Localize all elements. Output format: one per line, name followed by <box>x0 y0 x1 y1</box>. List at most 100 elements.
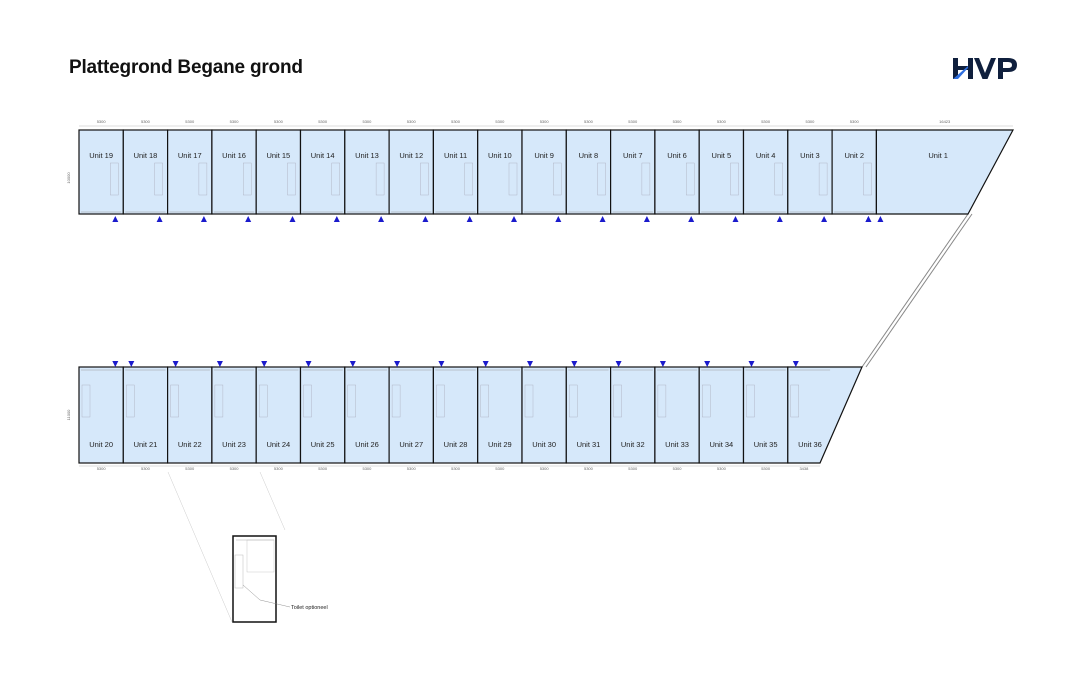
unit-label: Unit 29 <box>488 440 512 449</box>
unit-label: Unit 30 <box>532 440 556 449</box>
entrance-arrow-icon <box>599 216 606 222</box>
dimension-label: 5300 <box>407 119 417 124</box>
unit-1[interactable]: Unit 1 <box>865 129 1015 222</box>
unit-label: Unit 36 <box>798 440 822 449</box>
unit-12[interactable]: Unit 12 <box>388 129 435 222</box>
unit-25[interactable]: Unit 25 <box>299 361 346 464</box>
unit-label: Unit 16 <box>222 151 246 160</box>
unit-8[interactable]: Unit 8 <box>565 129 612 222</box>
unit-label: Unit 22 <box>178 440 202 449</box>
entrance-arrow-icon <box>289 216 296 222</box>
dimension-label: 5300 <box>274 466 284 471</box>
entrance-arrow-icon <box>156 216 163 222</box>
unit-36[interactable]: Unit 36 <box>787 361 863 464</box>
unit-label: Unit 20 <box>89 440 113 449</box>
dimension-label: 5300 <box>97 466 107 471</box>
dimension-label: 5300 <box>761 119 771 124</box>
dimension-label: 5300 <box>274 119 284 124</box>
unit-24[interactable]: Unit 24 <box>255 361 302 464</box>
dimension-label: 5300 <box>318 119 328 124</box>
dimension-label: 5300 <box>540 466 550 471</box>
entrance-arrow-icon <box>305 361 312 367</box>
unit-label: Unit 2 <box>844 151 864 160</box>
unit-11[interactable]: Unit 11 <box>432 129 479 222</box>
unit-6[interactable]: Unit 6 <box>654 129 700 222</box>
unit-label: Unit 9 <box>534 151 554 160</box>
unit-10[interactable]: Unit 10 <box>477 129 523 222</box>
unit-33[interactable]: Unit 33 <box>654 361 700 464</box>
dimension-label: 5300 <box>805 119 815 124</box>
unit-14[interactable]: Unit 14 <box>299 129 346 222</box>
unit-label: Unit 10 <box>488 151 512 160</box>
unit-label: Unit 5 <box>712 151 732 160</box>
unit-35[interactable]: Unit 35 <box>742 361 789 464</box>
entrance-arrow-icon <box>527 361 533 367</box>
unit-label: Unit 13 <box>355 151 379 160</box>
unit-label: Unit 14 <box>311 151 335 160</box>
entrance-arrow-icon <box>571 361 578 367</box>
dimension-label: 5300 <box>628 466 638 471</box>
unit-30[interactable]: Unit 30 <box>521 361 567 464</box>
unit-7[interactable]: Unit 7 <box>609 129 656 222</box>
unit-18[interactable]: Unit 18 <box>122 129 169 222</box>
unit-label: Unit 32 <box>621 440 645 449</box>
entrance-arrow-icon <box>466 216 473 222</box>
unit-4[interactable]: Unit 4 <box>742 129 789 222</box>
entrance-arrow-icon <box>394 361 401 367</box>
unit-21[interactable]: Unit 21 <box>122 361 169 464</box>
dimension-label: 5300 <box>628 119 638 124</box>
unit-label: Unit 35 <box>754 440 778 449</box>
unit-label: Unit 17 <box>178 151 202 160</box>
unit-label: Unit 6 <box>667 151 687 160</box>
dimension-label: 5300 <box>185 119 195 124</box>
entrance-arrow-icon <box>349 361 356 367</box>
entrance-arrow-icon <box>865 216 872 222</box>
dimension-label: 5300 <box>141 119 151 124</box>
dimension-label: 5300 <box>540 119 550 124</box>
dimension-label: 5300 <box>850 119 860 124</box>
dimension-label: 5300 <box>717 119 727 124</box>
dimension-label: 5300 <box>451 119 461 124</box>
unit-26[interactable]: Unit 26 <box>344 361 390 464</box>
unit-29[interactable]: Unit 29 <box>477 361 523 464</box>
unit-28[interactable]: Unit 28 <box>432 361 479 464</box>
unit-34[interactable]: Unit 34 <box>698 361 745 464</box>
unit-label: Unit 12 <box>399 151 423 160</box>
unit-3[interactable]: Unit 3 <box>787 129 833 222</box>
unit-label: Unit 11 <box>444 151 467 160</box>
unit-label: Unit 1 <box>928 151 948 160</box>
dimension-label: 5300 <box>673 466 683 471</box>
unit-22[interactable]: Unit 22 <box>167 361 213 464</box>
unit-label: Unit 3 <box>800 151 820 160</box>
dimension-label: 5300 <box>717 466 727 471</box>
page-title: Plattegrond Begane grond <box>69 57 303 78</box>
unit-label: Unit 7 <box>623 151 643 160</box>
unit-23[interactable]: Unit 23 <box>211 361 257 464</box>
entrance-arrow-icon <box>482 361 489 367</box>
corridor-glass-wall <box>861 213 973 368</box>
unit-9[interactable]: Unit 9 <box>521 129 567 222</box>
unit-17[interactable]: Unit 17 <box>167 129 213 222</box>
unit-label: Unit 33 <box>665 440 689 449</box>
dimension-label: 5300 <box>495 119 505 124</box>
unit-16[interactable]: Unit 16 <box>211 129 257 222</box>
entrance-arrow-icon <box>438 361 445 367</box>
unit-label: Unit 31 <box>577 440 601 449</box>
unit-15[interactable]: Unit 15 <box>255 129 302 222</box>
entrance-arrow-icon <box>216 361 223 367</box>
entrance-arrow-icon <box>821 216 828 222</box>
unit-20[interactable]: Unit 20 <box>78 361 124 464</box>
unit-5[interactable]: Unit 5 <box>698 129 745 222</box>
unit-2[interactable]: Unit 2 <box>831 129 877 222</box>
entrance-arrow-icon <box>732 216 739 222</box>
unit-27[interactable]: Unit 27 <box>388 361 435 464</box>
unit-label: Unit 34 <box>709 440 733 449</box>
unit-label: Unit 18 <box>134 151 158 160</box>
unit-32[interactable]: Unit 32 <box>609 361 656 464</box>
unit-19[interactable]: Unit 19 <box>78 129 124 222</box>
unit-13[interactable]: Unit 13 <box>344 129 390 222</box>
entrance-arrow-icon <box>776 216 783 222</box>
dimension-label: 5300 <box>185 466 195 471</box>
unit-31[interactable]: Unit 31 <box>565 361 612 464</box>
